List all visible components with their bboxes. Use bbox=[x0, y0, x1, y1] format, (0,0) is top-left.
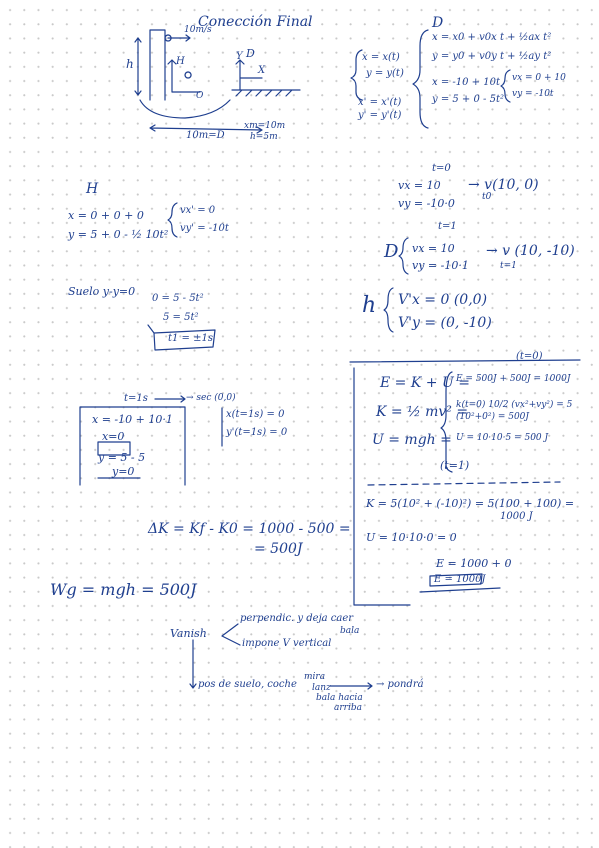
energy-t1-label: (t=1) bbox=[440, 459, 470, 472]
energy-e: E = K + U = bbox=[380, 375, 470, 391]
block-h-brace bbox=[167, 202, 178, 238]
sketch-ground bbox=[231, 89, 301, 97]
suelo-l1: 0 = 5 - 5t² bbox=[152, 293, 204, 304]
t1-brace bbox=[398, 237, 409, 275]
work-gravity: Wg = mgh = 500J bbox=[50, 580, 197, 599]
energy-t0-label: (t=0) bbox=[516, 351, 543, 362]
notes-arrow bbox=[329, 682, 373, 690]
block-d-label: D bbox=[432, 15, 444, 31]
t0-sub: t0 bbox=[482, 192, 492, 202]
pos-eq-y: y = y(t) bbox=[366, 68, 404, 79]
notes-n3e: arriba bbox=[334, 703, 362, 713]
sketch-velocity-label: 10m/s bbox=[184, 25, 212, 35]
page-title: Conección Final bbox=[198, 14, 313, 30]
notes-n2: impone V vertical bbox=[242, 638, 332, 649]
sketch-note-h: h=5m bbox=[250, 132, 278, 142]
sketch-height-arrow bbox=[134, 37, 142, 96]
energy-k1-result: 1000 J bbox=[500, 511, 533, 522]
pos-eq-yp: y' = y'(t) bbox=[358, 110, 402, 121]
notes-n3c: lanz bbox=[312, 683, 331, 693]
t1-sub: t=1 bbox=[500, 261, 517, 271]
suelo-l2: 5 = 5t² bbox=[163, 312, 199, 323]
sketch-ball-mid bbox=[184, 71, 192, 79]
t0-vector: → v(10, 0) bbox=[468, 177, 539, 193]
collision-arrow-text: → sec (0,0) bbox=[186, 393, 236, 403]
energy-underline bbox=[419, 587, 501, 593]
sketch-axis-x: X bbox=[258, 65, 266, 76]
h-vx: V'x = 0 (0,0) bbox=[398, 292, 488, 308]
block-d-line-4: y = 5 + 0 - 5t² bbox=[432, 94, 504, 105]
energy-k1: K = 5(10² + (-10)²) = 5(100 + 100) = bbox=[366, 497, 575, 510]
collision-x1: x = -10 + 10·1 bbox=[92, 413, 173, 426]
sketch-axis-y: Y bbox=[236, 51, 243, 62]
sketch-point-d: D bbox=[246, 47, 255, 60]
t0-vx: vx = 10 bbox=[398, 179, 441, 192]
t1-vector: → v (10, -10) bbox=[486, 243, 575, 259]
t1-d: D bbox=[384, 241, 399, 262]
energy-e1: E = 1000 + 0 bbox=[436, 557, 512, 570]
energy-e-value: E = 500J + 500J = 1000J bbox=[456, 374, 571, 384]
collision-y2: y=0 bbox=[112, 465, 135, 478]
notes-down-arrow bbox=[189, 639, 197, 689]
sketch-origin: O bbox=[196, 91, 204, 101]
block-h-x: x = 0 + 0 + 0 bbox=[68, 209, 144, 222]
t0-vy: vy = -10·0 bbox=[398, 197, 455, 210]
block-d-brace bbox=[412, 29, 429, 129]
energy-u: U = mgh = bbox=[372, 432, 452, 448]
notes-n3d: bala hacia bbox=[316, 693, 363, 703]
block-d-vel-y: vy = -10t bbox=[512, 89, 554, 99]
sketch-note-xm: xm=10m bbox=[244, 121, 286, 131]
suelo-l3: t1 = ±1s bbox=[168, 333, 213, 344]
sketch-distance: 10m=D bbox=[186, 130, 225, 141]
notes-n3b: mira bbox=[304, 672, 326, 682]
notes-n1: perpendic. y deja caer bbox=[240, 613, 354, 624]
collision-label: t=1s bbox=[124, 393, 148, 404]
block-h-vy: vy' = -10t bbox=[180, 223, 229, 234]
t0-label: t=0 bbox=[432, 163, 451, 174]
notes-n3: pos de suelo, coche bbox=[198, 679, 297, 690]
pos-eq-xp: x' = x'(t) bbox=[358, 97, 402, 108]
h-label: h bbox=[362, 293, 377, 318]
pos-eqs-brace bbox=[350, 49, 363, 101]
notes-branch bbox=[221, 623, 241, 646]
t1-vy: vy = -10·1 bbox=[412, 259, 469, 272]
suelo-label: Suelo y-y=0 bbox=[68, 285, 136, 298]
sketch-tower bbox=[149, 29, 166, 101]
h-brace bbox=[383, 287, 394, 333]
collision-r2: y'(t=1s) = 0 bbox=[226, 427, 288, 438]
collision-x2: x=0 bbox=[102, 430, 125, 443]
sketch-point-h: H bbox=[176, 56, 185, 67]
block-d-vel-x: vx = 0 + 10 bbox=[512, 73, 566, 83]
sketch-platform-left bbox=[139, 99, 231, 119]
notes-n1b: bala bbox=[340, 626, 360, 636]
t1-label: t=1 bbox=[438, 221, 457, 232]
pos-eq-x: x = x(t) bbox=[362, 52, 400, 63]
block-h-label: H bbox=[86, 181, 99, 197]
block-d-line-3: x = -10 + 10t bbox=[432, 77, 500, 88]
sketch-height-label: h bbox=[126, 57, 134, 71]
energy-dash bbox=[367, 481, 561, 486]
notes-vanish: Vanish bbox=[170, 627, 207, 640]
collision-r1: x(t=1s) = 0 bbox=[226, 409, 285, 420]
block-h-y: y = 5 + 0 - ½ 10t² bbox=[68, 228, 169, 241]
block-d-line-1: x = x0 + v0x t + ½ax t² bbox=[432, 32, 552, 43]
block-h-vx: vx' = 0 bbox=[180, 205, 216, 216]
h-vy: V'y = (0, -10) bbox=[398, 315, 492, 331]
energy-k-value: k(t=0) 10/2 (vx²+vy²) = 5 (10²+0²) = 500… bbox=[456, 400, 573, 422]
delta-k-line-1: ΔK = Kf - K0 = 1000 - 500 = bbox=[148, 521, 351, 537]
energy-e-final: E = 1000J bbox=[434, 574, 486, 585]
collision-y1: y = 5 - 5 bbox=[98, 451, 146, 464]
sketch-velocity-arrow bbox=[167, 34, 191, 42]
sketch-ball-top bbox=[164, 34, 172, 42]
block-d-line-2: y = y0 + v0y t + ½ay t² bbox=[432, 51, 552, 62]
energy-u-value: U = 10·10·5 = 500 J bbox=[456, 433, 549, 443]
delta-k-line-2: = 500J bbox=[254, 541, 303, 557]
t1-vx: vx = 10 bbox=[412, 242, 455, 255]
notes-n3f: → pondrá bbox=[376, 679, 424, 690]
collision-arrow bbox=[154, 395, 186, 403]
energy-u1: U = 10·10·0 = 0 bbox=[366, 531, 457, 544]
energy-k: K = ½ mv² = bbox=[376, 404, 469, 420]
